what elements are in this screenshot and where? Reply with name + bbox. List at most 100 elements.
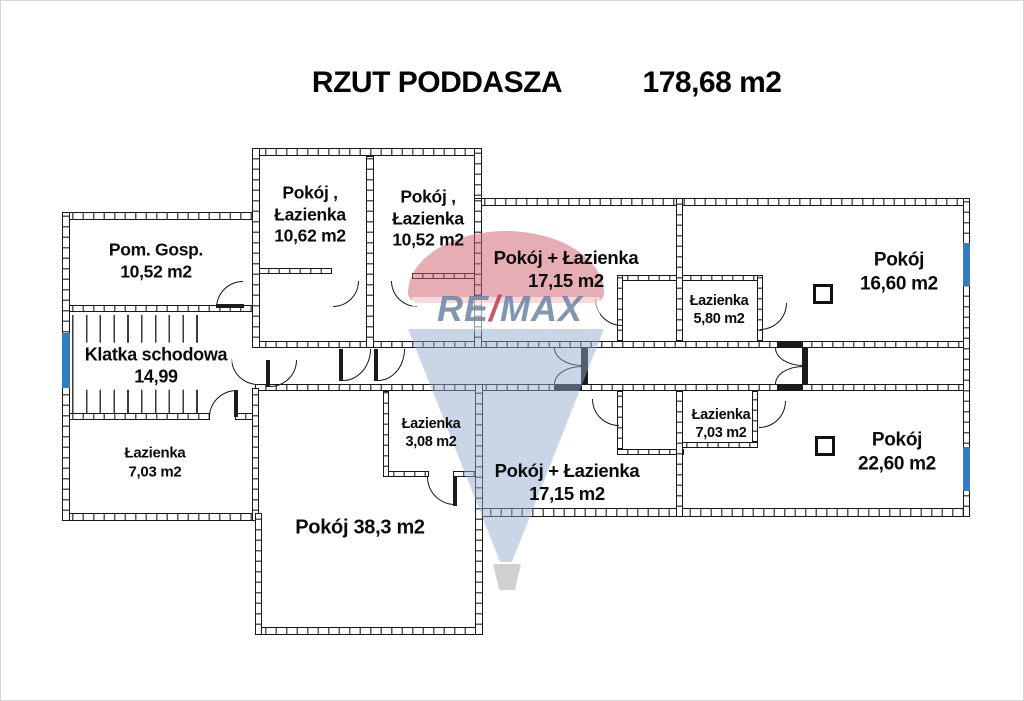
door-arc xyxy=(209,390,237,417)
wall xyxy=(676,198,683,341)
window-marker xyxy=(62,333,70,388)
room-name: Pom. Gosp. xyxy=(108,239,204,260)
room-label-lazienka-580: Łazienka 5,80 m2 xyxy=(690,293,749,329)
door-arc xyxy=(391,281,417,307)
door-leaf xyxy=(234,390,238,417)
room-name: Łazienka xyxy=(689,293,749,310)
room-area: 10,52 m2 xyxy=(392,229,464,250)
room-name: Łazienka xyxy=(274,204,346,225)
room-label-lazienka-308: Łazienka 3,08 m2 xyxy=(402,416,461,452)
room-name: Łazienka xyxy=(392,208,464,229)
remax-slash: / xyxy=(489,288,501,329)
wall xyxy=(255,341,970,348)
room-area: 5,80 m2 xyxy=(693,311,745,327)
corridor-divider-wall xyxy=(802,348,808,384)
wall xyxy=(617,275,763,281)
door-arc xyxy=(759,401,786,428)
room-area: 14,99 xyxy=(134,367,178,387)
wall xyxy=(255,384,970,391)
chimney-symbol xyxy=(815,436,835,456)
door-arc xyxy=(595,299,622,326)
room-name: Łazienka xyxy=(691,407,751,424)
room-label-pokoj-lazienka-bottom: Pokój + Łazienka 17,15 m2 xyxy=(495,460,640,506)
door-arc xyxy=(427,477,455,505)
room-label-pokoj-383: Pokój 38,3 m2 xyxy=(295,516,425,541)
room-name: Pokój 38,3 m2 xyxy=(295,516,425,539)
door-leaf xyxy=(266,360,270,387)
room-area: 17,15 m2 xyxy=(529,483,605,504)
wall xyxy=(252,388,259,521)
door-arc xyxy=(775,348,803,366)
room-label-pokoj-lazienka-1062: Pokój , Łazienka 10,62 m2 xyxy=(274,182,346,247)
wall xyxy=(676,391,683,517)
window-marker xyxy=(963,243,970,286)
room-name: Pokój xyxy=(873,249,925,271)
room-name: Łazienka xyxy=(401,416,461,433)
room-name: Pokój , xyxy=(282,182,338,203)
room-area: 17,15 m2 xyxy=(528,270,604,291)
room-name: Pokój + Łazienka xyxy=(494,460,640,482)
wall xyxy=(617,449,684,455)
room-name: Klatka schodowa xyxy=(84,344,228,365)
room-label-pokoj-1660: Pokój 16,60 m2 xyxy=(860,248,938,295)
plan-title: RZUT PODDASZA xyxy=(311,66,563,99)
room-name: Pokój , xyxy=(400,186,456,207)
wall xyxy=(258,268,332,274)
room-name: Łazienka xyxy=(124,444,186,462)
door-leaf xyxy=(554,385,582,390)
room-label-pom-gosp: Pom. Gosp. 10,52 m2 xyxy=(108,239,204,282)
door-leaf xyxy=(777,342,803,347)
room-area: 3,08 m2 xyxy=(405,434,457,450)
wall xyxy=(474,198,482,348)
room-area: 7,03 m2 xyxy=(128,463,182,480)
room-label-pokoj-2260: Pokój 22,60 m2 xyxy=(858,428,936,475)
door-arc xyxy=(378,349,405,381)
wall xyxy=(62,513,258,521)
room-area: 16,60 m2 xyxy=(860,273,938,294)
wall xyxy=(752,391,758,442)
door-leaf xyxy=(453,477,457,506)
remax-max: MAX xyxy=(500,288,584,329)
chimney-symbol xyxy=(813,284,833,304)
wall xyxy=(383,391,389,477)
room-name: Pokój + Łazienka xyxy=(493,247,639,269)
door-leaf xyxy=(339,349,343,381)
door-arc xyxy=(592,399,619,426)
door-arc xyxy=(760,303,787,330)
wall xyxy=(255,513,262,635)
door-arc xyxy=(775,366,803,384)
wall xyxy=(366,156,374,348)
door-arc xyxy=(333,281,359,307)
door-arc xyxy=(343,349,371,381)
room-name: Pokój xyxy=(871,429,923,451)
room-area: 7,03 m2 xyxy=(695,425,747,441)
remax-balloon-band xyxy=(412,297,600,331)
room-area: 22,60 m2 xyxy=(858,453,936,474)
wall xyxy=(383,471,429,477)
wall xyxy=(474,198,970,206)
window-marker xyxy=(963,447,970,491)
door-arc xyxy=(270,360,297,387)
room-label-lazienka-left: Łazienka 7,03 m2 xyxy=(125,444,186,481)
room-label-klatka-schodowa: Klatka schodowa 14,99 xyxy=(80,342,232,390)
wall xyxy=(252,148,260,348)
door-leaf xyxy=(777,385,803,390)
wall xyxy=(480,508,970,517)
wall xyxy=(963,198,970,517)
corridor-divider-wall xyxy=(581,348,588,384)
wall xyxy=(412,273,475,279)
room-area: 10,62 m2 xyxy=(274,225,346,246)
wall xyxy=(62,212,258,220)
door-arc xyxy=(554,366,582,384)
door-leaf xyxy=(374,349,378,381)
remax-balloon-basket xyxy=(493,564,521,590)
door-arc xyxy=(554,348,582,366)
room-label-lazienka-703-right: Łazienka 7,03 m2 xyxy=(692,407,751,443)
room-label-pokoj-lazienka-1052: Pokój , Łazienka 10,52 m2 xyxy=(392,186,464,251)
room-area: 10,52 m2 xyxy=(120,261,192,281)
plan-total-area: 178,68 m2 xyxy=(642,66,782,99)
wall xyxy=(255,627,483,635)
room-label-pokoj-lazienka-top: Pokój + Łazienka 17,15 m2 xyxy=(494,247,639,293)
remax-logo-text: RE/MAX xyxy=(437,288,583,330)
